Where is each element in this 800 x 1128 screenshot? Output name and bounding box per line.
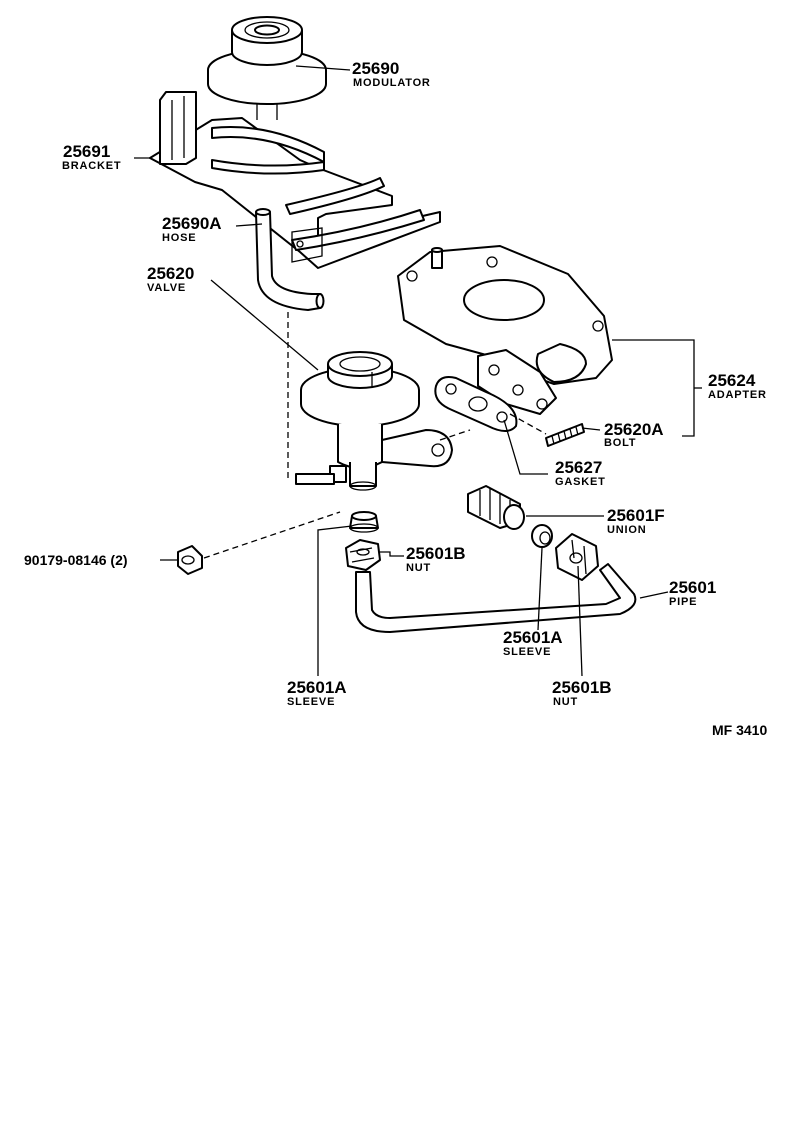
gasket-number: 25627 [555,458,602,477]
bracket-name: BRACKET [62,160,121,172]
union-part[interactable] [467,485,525,530]
nut-right-number: 25601B [552,678,612,697]
sleeve-right-number: 25601A [503,628,563,647]
hose-part[interactable] [255,208,325,311]
union-name: UNION [607,524,646,536]
adapter-part[interactable] [397,245,613,415]
gasket-part[interactable] [434,376,518,432]
pipe-number: 25601 [669,578,716,597]
bracket-part[interactable] [149,91,441,269]
hose-number: 25690A [162,214,222,233]
pipe-part[interactable] [355,563,637,633]
nut-right-name: NUT [553,696,578,708]
nut-left-name: NUT [406,562,431,574]
sleeve-right-part[interactable] [531,524,553,548]
gasket-name: GASKET [555,476,606,488]
sleeve-right-name: SLEEVE [503,646,551,658]
assembly-lines [203,312,547,559]
clip-nut-part[interactable] [177,545,203,575]
valve-name: VALVE [147,282,186,294]
nut-right-part[interactable] [555,533,599,581]
valve-part[interactable] [295,351,453,491]
nut-left-part[interactable] [345,539,381,571]
sleeve-left-name: SLEEVE [287,696,335,708]
modulator-number: 25690 [352,59,399,78]
diagram-code: MF 3410 [712,722,767,738]
bolt-part[interactable] [545,423,585,447]
modulator-name: MODULATOR [353,77,431,89]
hose-name: HOSE [162,232,196,244]
union-number: 25601F [607,506,665,525]
pipe-name: PIPE [669,596,697,608]
bolt-number: 25620A [604,420,664,439]
clip-nut-number: 90179-08146 (2) [24,552,128,568]
bracket-number: 25691 [63,142,110,161]
valve-number: 25620 [147,264,194,283]
adapter-number: 25624 [708,371,756,390]
sleeve-left-number: 25601A [287,678,347,697]
bolt-name: BOLT [604,437,636,449]
adapter-name: ADAPTER [708,389,767,401]
nut-left-number: 25601B [406,544,466,563]
sleeve-left-part[interactable] [349,511,379,533]
leader-lines [134,65,702,677]
modulator-part[interactable] [207,16,327,120]
